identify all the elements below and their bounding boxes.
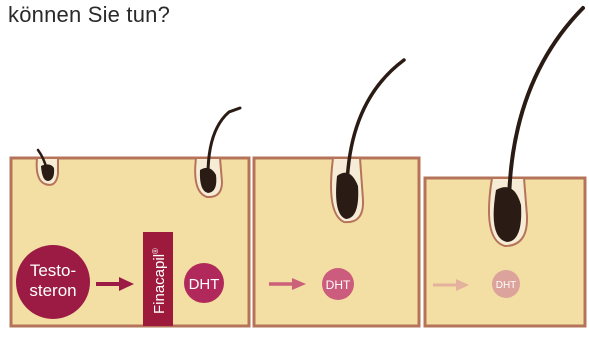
dht-weak-label: DHT: [496, 280, 517, 291]
drug-trademark: ®: [151, 248, 160, 254]
drug-label: Finacapil®: [151, 248, 168, 314]
dht-medium-label: DHT: [326, 278, 351, 292]
dht-strong-label: DHT: [189, 276, 220, 293]
hair-shaft-3: [509, 8, 583, 200]
testosterone-label-line2: steron: [29, 281, 76, 300]
testosterone-label-line1: Testo-: [30, 261, 76, 280]
